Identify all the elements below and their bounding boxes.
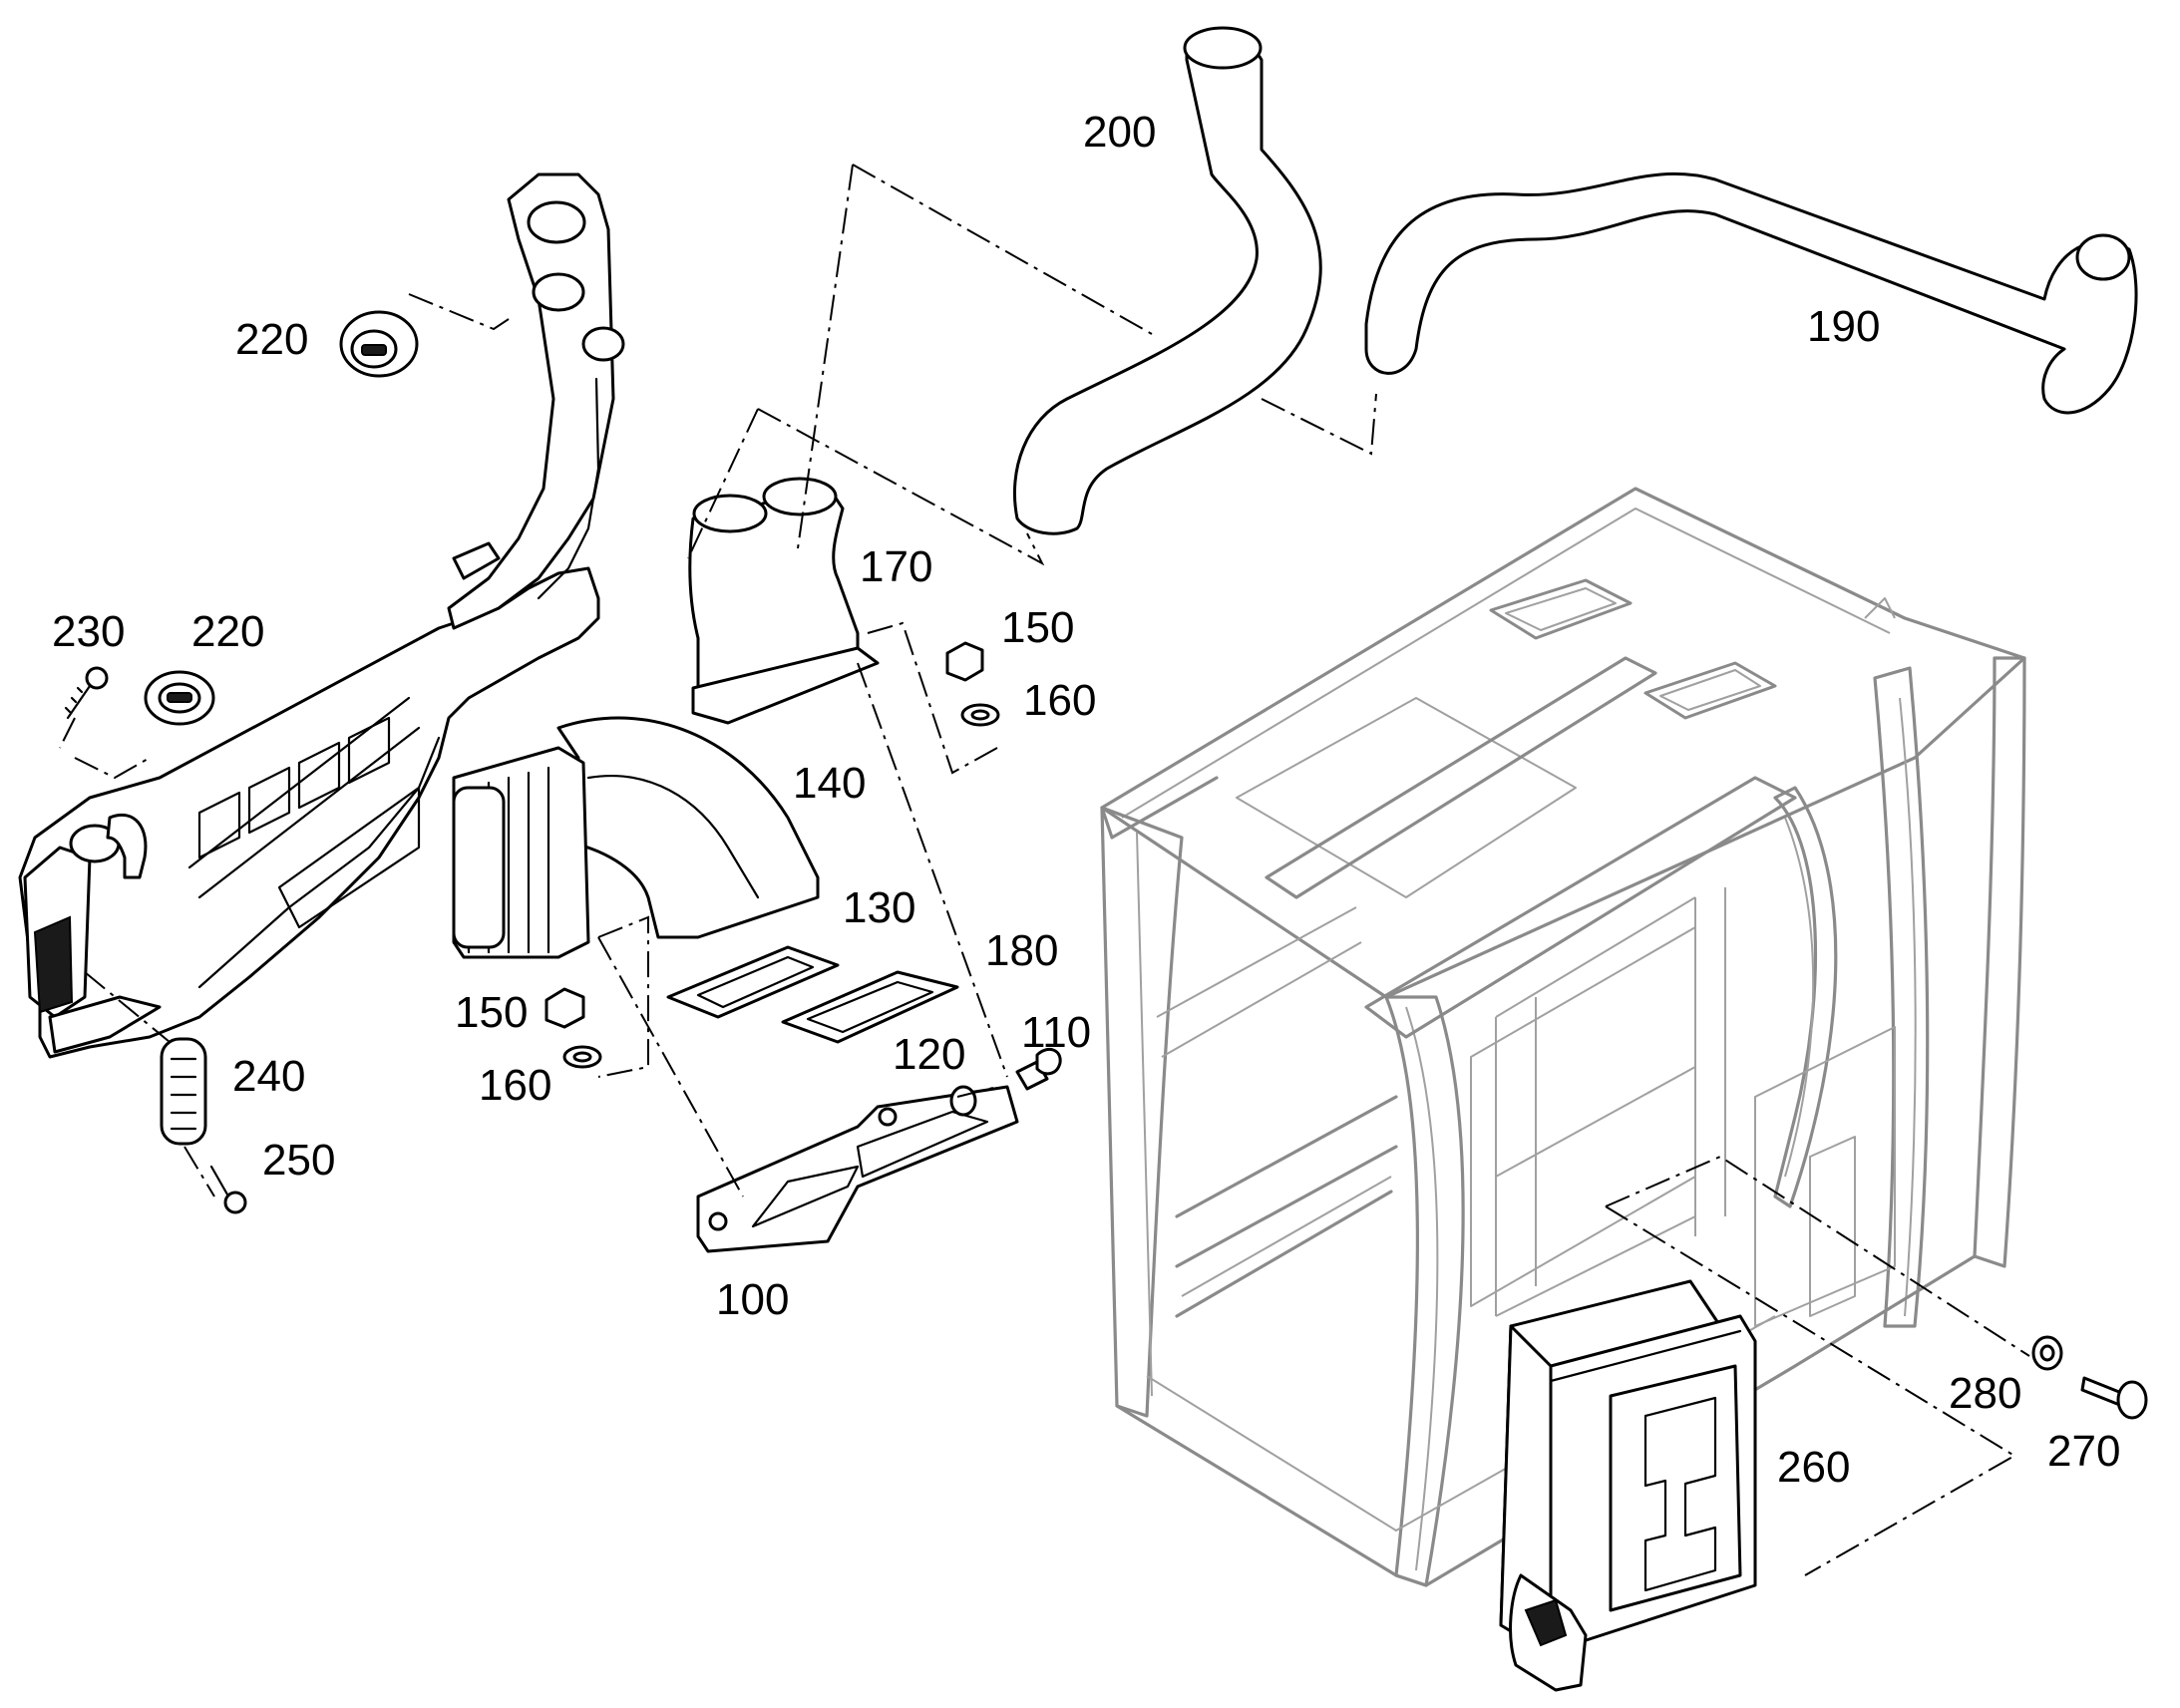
- callout-150-upper: 150: [1001, 603, 1074, 652]
- screw-270: [2080, 1376, 2148, 1420]
- nut-150-upper: [945, 641, 984, 682]
- nut-150-lower: [545, 987, 585, 1029]
- left-duct-panel: [18, 172, 625, 1059]
- callout-230: 230: [52, 607, 125, 656]
- callout-130: 130: [843, 883, 915, 932]
- callout-260: 260: [1777, 1443, 1850, 1492]
- callout-200: 200: [1083, 108, 1156, 157]
- callout-150-lower: 150: [455, 988, 528, 1037]
- callout-250: 250: [262, 1136, 335, 1185]
- louvre-240: [160, 1037, 207, 1146]
- callout-170: 170: [860, 542, 932, 591]
- callout-190: 190: [1807, 302, 1880, 351]
- callout-280: 280: [1949, 1369, 2021, 1418]
- leader-lines: [59, 164, 2030, 1576]
- washer-280: [2031, 1335, 2063, 1371]
- callout-160-upper: 160: [1023, 676, 1096, 725]
- bent-hose-200: [1012, 26, 1322, 535]
- gasket-130: [666, 945, 840, 1019]
- vent-cap-220-lower: [144, 670, 215, 726]
- callout-100: 100: [716, 1275, 789, 1324]
- washer-160-upper: [960, 703, 1000, 727]
- callout-270: 270: [2047, 1427, 2120, 1476]
- bellows-duct-140: [452, 716, 820, 959]
- gasket-180: [781, 970, 959, 1044]
- washer-120: [949, 1085, 977, 1117]
- callout-220-lower: 220: [191, 607, 264, 656]
- bolt-110: [1015, 1047, 1062, 1091]
- washer-160-lower: [562, 1045, 602, 1069]
- callout-140: 140: [793, 759, 866, 808]
- callout-240: 240: [232, 1052, 305, 1101]
- callout-120: 120: [893, 1030, 965, 1079]
- callout-110: 110: [1021, 1008, 1091, 1057]
- duct-hose-190: [1364, 171, 2138, 415]
- screw-250: [209, 1165, 247, 1214]
- callout-220-upper: 220: [235, 315, 308, 364]
- screw-230: [64, 666, 109, 720]
- callout-180: 180: [985, 926, 1058, 975]
- mounting-plate-100: [696, 1085, 1019, 1253]
- y-connector-170: [688, 477, 880, 725]
- vent-cap-220-upper: [339, 310, 419, 378]
- callout-160-lower: 160: [479, 1061, 551, 1110]
- callout-labels: 100 110 120 130 140 150 150 160 160 170 …: [52, 108, 2120, 1492]
- heater-box-260: [1499, 1279, 1757, 1692]
